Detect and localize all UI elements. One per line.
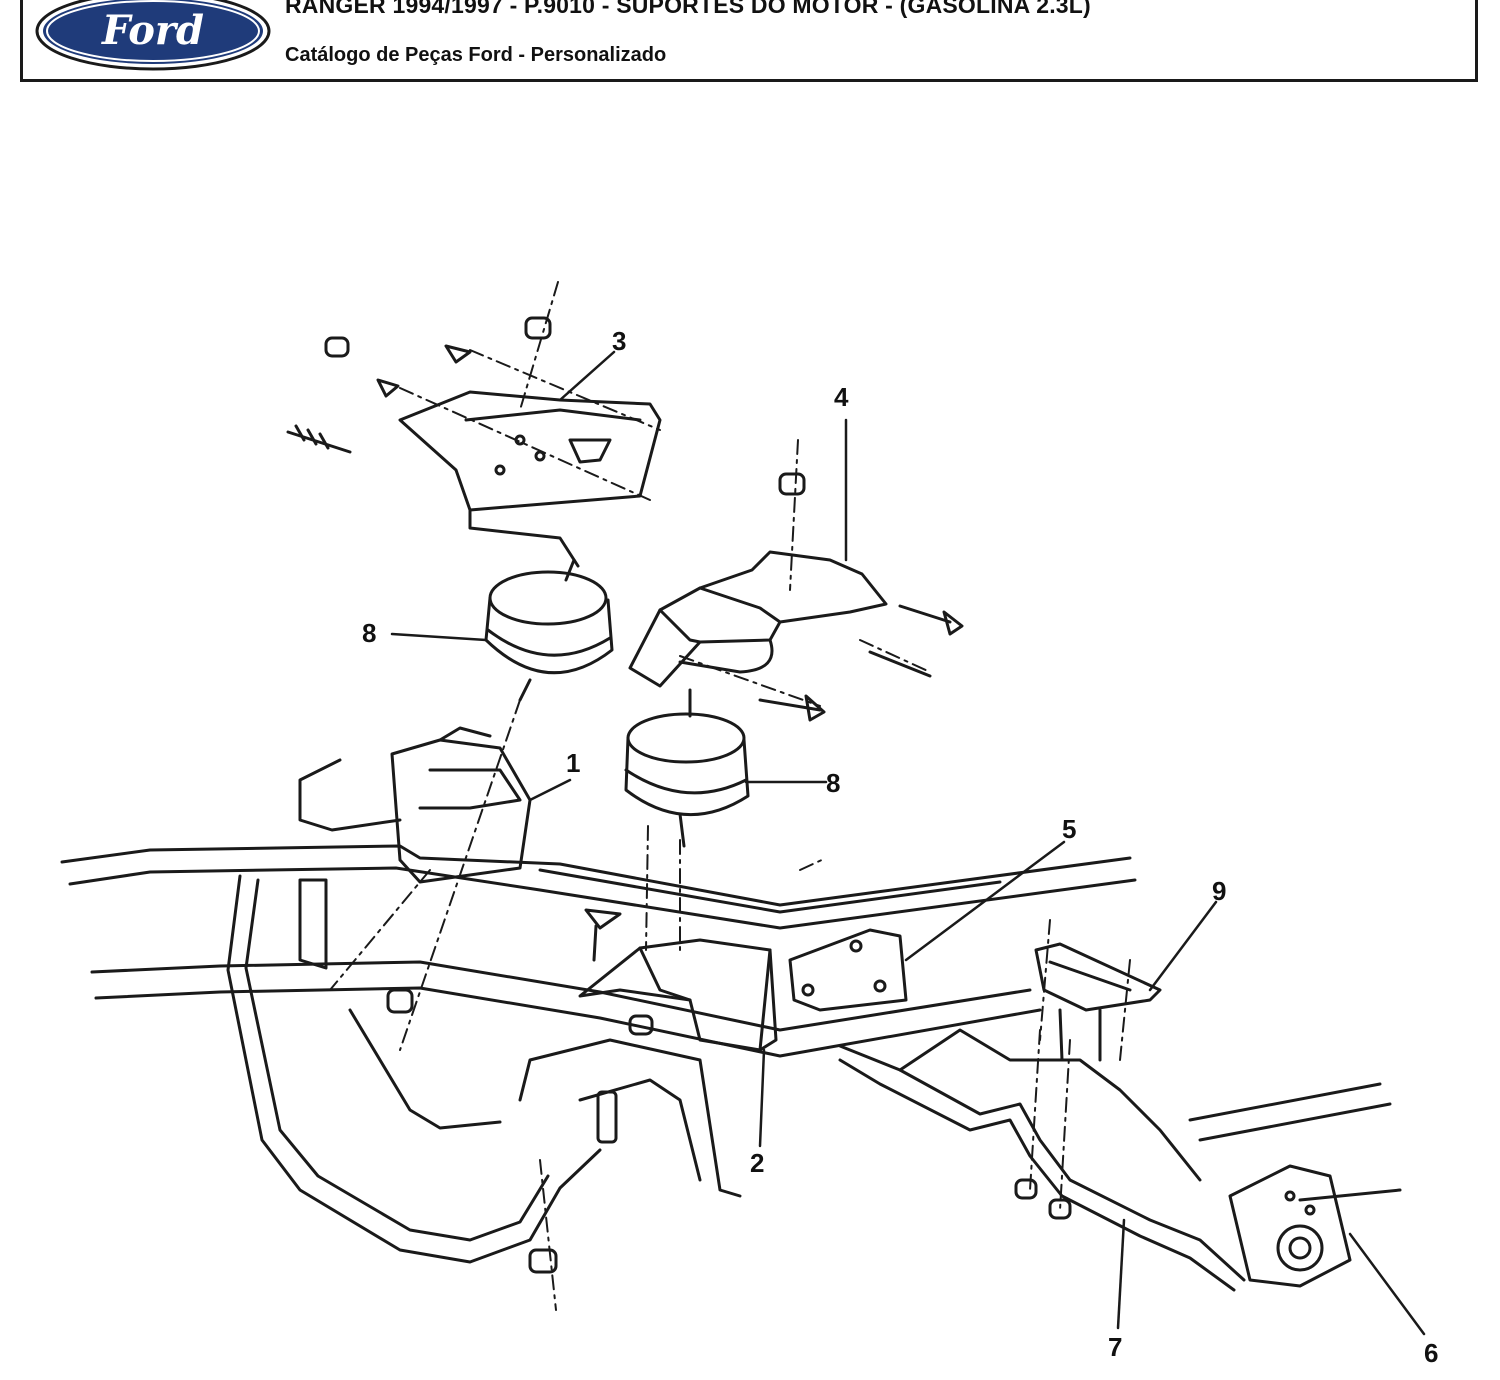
frame-rail-rear bbox=[60, 844, 1137, 930]
ford-logo-text: Ford bbox=[101, 7, 204, 54]
engine-bracket-right bbox=[628, 550, 888, 688]
leader-lines bbox=[390, 350, 1426, 1336]
callout-8-right: 8 bbox=[826, 768, 840, 798]
callout-2: 2 bbox=[750, 1148, 764, 1178]
callout-6: 6 bbox=[1424, 1338, 1438, 1368]
callout-8-left: 8 bbox=[362, 618, 376, 648]
document-title: RANGER 1994/1997 - P.9010 - SUPORTES DO … bbox=[285, 0, 1091, 18]
engine-mount-right bbox=[624, 688, 750, 848]
callout-labels: 3 4 8 1 8 5 9 2 7 6 bbox=[362, 326, 1438, 1368]
transmission-mount bbox=[1034, 942, 1162, 1062]
callout-9: 9 bbox=[1212, 876, 1226, 906]
exploded-parts-diagram: 3 4 8 1 8 5 9 2 7 6 bbox=[60, 281, 1438, 1368]
frame-bracket-left bbox=[298, 726, 532, 884]
transmission-crossmember bbox=[838, 1028, 1246, 1292]
callout-5: 5 bbox=[1062, 814, 1076, 844]
engine-mount-left bbox=[484, 558, 614, 702]
frame-rail-front bbox=[90, 960, 1402, 1202]
engine-bracket-left bbox=[398, 390, 662, 568]
reinforcement-plate bbox=[788, 928, 908, 1012]
frame-bracket-right bbox=[578, 938, 778, 1052]
crossmember bbox=[226, 874, 742, 1264]
document-header: Ford RANGER 1994/1997 - P.9010 - SUPORTE… bbox=[20, 0, 1478, 82]
ford-logo: Ford bbox=[35, 0, 271, 71]
callout-1: 1 bbox=[566, 748, 580, 778]
callout-4: 4 bbox=[834, 382, 849, 412]
spring-hanger bbox=[1228, 1164, 1352, 1288]
callout-7: 7 bbox=[1108, 1332, 1122, 1362]
document-subtitle: Catálogo de Peças Ford - Personalizado bbox=[285, 44, 667, 66]
callout-3: 3 bbox=[612, 326, 626, 356]
assembly-lines bbox=[329, 281, 1131, 1311]
fasteners bbox=[286, 316, 1072, 1274]
